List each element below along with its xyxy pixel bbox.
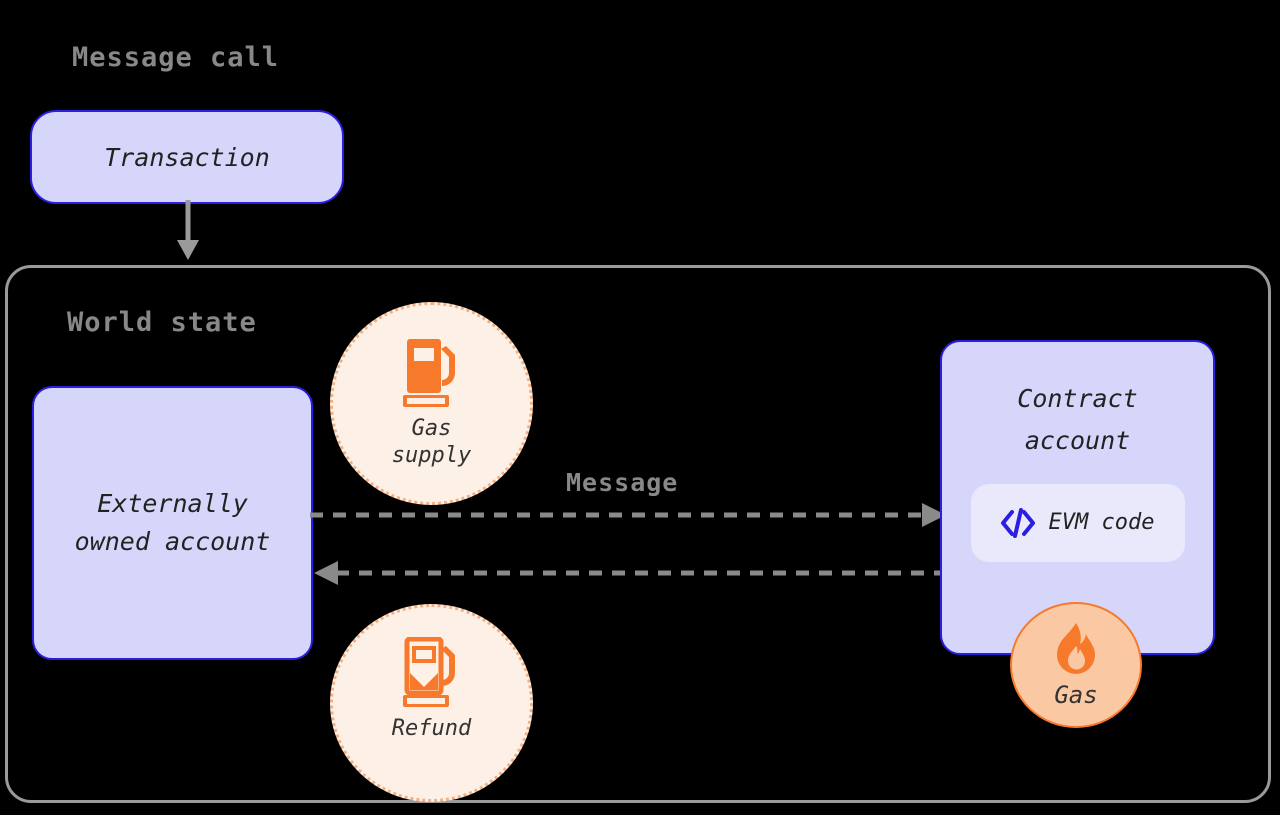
flame-icon — [1057, 622, 1095, 674]
eoa-label-line1: Externally — [97, 489, 248, 518]
world-state-container — [5, 265, 1271, 803]
node-transaction[interactable]: Transaction — [30, 110, 344, 204]
page-title: Message call — [72, 42, 280, 73]
world-state-title: World state — [67, 307, 257, 338]
badge-gas-label: Gas — [1054, 680, 1098, 709]
code-icon — [1000, 508, 1035, 538]
gas-pump-icon — [402, 339, 455, 407]
eoa-label-line2: owned account — [74, 527, 271, 556]
node-transaction-label: Transaction — [104, 142, 270, 172]
edge-label-message: Message — [566, 468, 679, 497]
gas-pump-low-icon — [402, 637, 455, 707]
badge-refund-label: Refund — [391, 716, 472, 741]
evm-code-label: EVM code — [1048, 510, 1155, 535]
contract-label-line2: account — [1024, 426, 1131, 455]
badge-gas-supply-label: Gas supply — [391, 416, 472, 468]
evm-code-chip[interactable]: EVM code — [970, 484, 1185, 562]
contract-label-line1: Contract — [1017, 384, 1138, 413]
badge-refund[interactable]: Refund — [330, 604, 533, 802]
badge-gas-supply[interactable]: Gas supply — [330, 302, 533, 505]
node-externally-owned-account[interactable]: Externally owned account — [32, 386, 313, 660]
arrow-transaction-to-world-state — [177, 200, 199, 260]
badge-gas[interactable]: Gas — [1010, 602, 1142, 728]
